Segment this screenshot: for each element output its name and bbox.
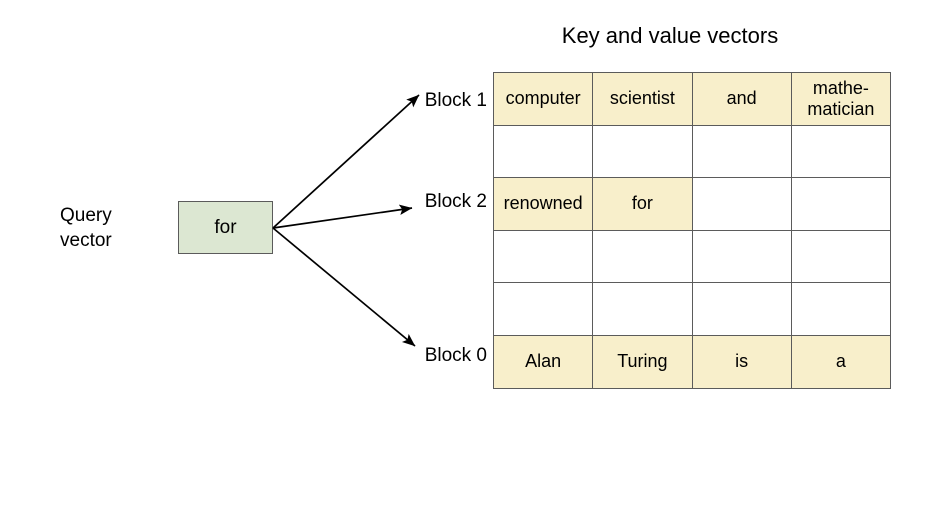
table-cell-empty xyxy=(492,124,594,179)
table-cell-token: scientist xyxy=(592,72,693,126)
table-cell-token-line1: mathe- xyxy=(812,77,869,98)
table-cell-empty xyxy=(592,124,693,179)
table-cell-empty xyxy=(790,282,892,336)
table-cell-token: is xyxy=(691,334,792,389)
table-cell-empty xyxy=(691,229,792,284)
query-vector-box[interactable]: for xyxy=(178,201,273,254)
table-cell-token: renowned xyxy=(492,177,594,231)
block-label-block-0: Block 0 xyxy=(424,345,487,366)
table-cell-token: and xyxy=(691,72,792,126)
table-cell-empty xyxy=(592,229,693,284)
table-cell-token: for xyxy=(592,177,693,231)
block-label-block-1: Block 1 xyxy=(424,90,487,111)
query-vector-label-line2: vector xyxy=(60,230,112,251)
table-cell-empty xyxy=(592,282,693,336)
table-cell-token-line2: matician xyxy=(807,98,875,119)
table-cell-token: Alan xyxy=(492,334,594,389)
table-cell-empty xyxy=(492,229,594,284)
table-cell-empty xyxy=(790,229,892,284)
table-cell-empty xyxy=(691,282,792,336)
table-cell-token: computer xyxy=(492,72,594,126)
table-cell-empty xyxy=(691,177,792,231)
table-cell-empty xyxy=(691,124,792,179)
table-row xyxy=(492,229,892,284)
table-cell-token: mathe-matician xyxy=(790,72,892,126)
query-vector-token: for xyxy=(214,216,237,238)
table-cell-empty xyxy=(790,177,892,231)
table-cell-empty xyxy=(790,124,892,179)
table-cell-token: a xyxy=(790,334,892,389)
query-vector-label: Query vector xyxy=(60,203,172,253)
table-row xyxy=(492,282,892,336)
table-cell-token: Turing xyxy=(592,334,693,389)
arrow-to-block-0-line xyxy=(272,227,416,347)
query-vector-label-line1: Query xyxy=(60,205,112,226)
block-label-block-2: Block 2 xyxy=(424,191,487,212)
page-title: Key and value vectors xyxy=(561,23,779,48)
table-row xyxy=(492,124,892,179)
table-cell-empty xyxy=(492,282,594,336)
